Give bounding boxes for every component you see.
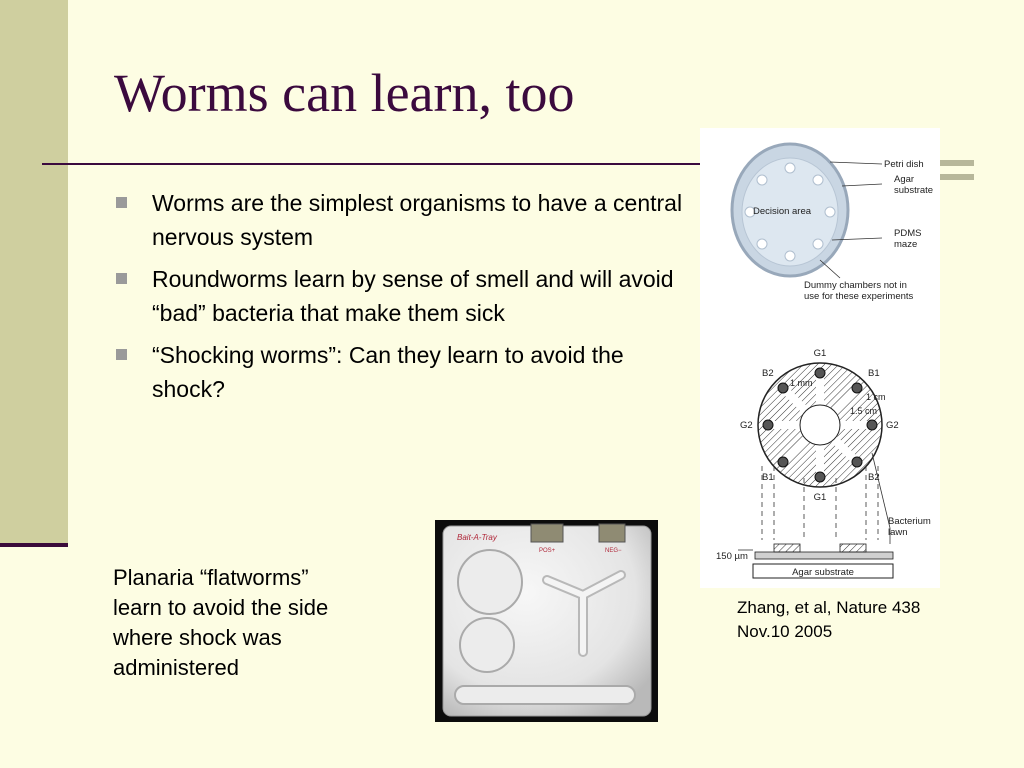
tray-brand-label: Bait-A-Tray: [457, 533, 498, 542]
planaria-tray-photo: Bait-A-Tray POS+ NEG−: [435, 520, 658, 722]
caption-line: Planaria “flatworms”: [113, 565, 309, 590]
right-accent-rule-upper: [940, 160, 974, 166]
petri-dish-illustration: Decision area: [730, 142, 883, 279]
citation: Zhang, et al, Nature 438 Nov.10 2005: [737, 596, 997, 644]
g1-top-label: G1: [814, 348, 827, 359]
right-accent-rule-lower: [940, 174, 974, 180]
petri-dish-label: Petri dish: [884, 159, 924, 170]
bullet-text: Worms are the simplest organisms to have…: [152, 190, 683, 250]
citation-line: Nov.10 2005: [737, 622, 833, 641]
g2-right-label: G2: [886, 420, 899, 431]
thickness-label: 150 µm: [716, 551, 748, 562]
left-accent-rule: [0, 543, 68, 547]
b2-top-label: B2: [762, 368, 774, 379]
left-accent-band: [0, 0, 68, 545]
b1-label: B1: [868, 368, 880, 379]
bullet-text: Roundworms learn by sense of smell and w…: [152, 266, 674, 326]
square-bullet-icon: [116, 197, 127, 208]
decision-area-label: Decision area: [753, 206, 812, 217]
square-bullet-icon: [116, 273, 127, 284]
planaria-caption: Planaria “flatworms” learn to avoid the …: [113, 563, 413, 683]
caption-line: administered: [113, 655, 239, 680]
maze-schematic: [738, 362, 894, 579]
bullet-text: “Shocking worms”: Can they learn to avoi…: [152, 342, 624, 402]
b2-lower-label: B2: [868, 472, 880, 483]
agar-substrate-label: Agar substrate: [894, 174, 934, 196]
bullet-item: Worms are the simplest organisms to have…: [114, 186, 699, 254]
dim-1cm-label: 1 cm: [866, 392, 886, 402]
bacterium-lawn-label: Bacterium lawn: [888, 516, 931, 538]
g2-left-label: G2: [740, 420, 753, 431]
b1-lower-label: B1: [762, 472, 774, 483]
neg-terminal-label: NEG−: [605, 548, 622, 554]
dim-1mm-label: 1 mm: [790, 378, 813, 388]
maze-diagram: Decision area Petri dish Agar substrate …: [716, 142, 934, 579]
citation-line: Zhang, et al, Nature 438: [737, 598, 921, 617]
tray-illustration: Bait-A-Tray POS+ NEG−: [442, 523, 652, 717]
g1-bottom-label: G1: [814, 492, 827, 503]
pdms-maze-label: PDMS maze: [894, 228, 922, 250]
dim-1-5cm-label: 1.5 cm: [850, 406, 877, 416]
bullet-item: “Shocking worms”: Can they learn to avoi…: [114, 338, 699, 406]
title-divider: [42, 163, 702, 165]
bullet-list: Worms are the simplest organisms to have…: [114, 186, 699, 414]
pos-terminal-label: POS+: [539, 548, 556, 554]
slide-title: Worms can learn, too: [114, 63, 575, 123]
caption-line: learn to avoid the side: [113, 595, 329, 620]
maze-diagram-figure: Decision area Petri dish Agar substrate …: [700, 128, 940, 588]
agar-substrate-bar-label: Agar substrate: [792, 567, 854, 578]
caption-line: where shock was: [113, 625, 282, 650]
bullet-item: Roundworms learn by sense of smell and w…: [114, 262, 699, 330]
dummy-chambers-label: Dummy chambers not in use for these expe…: [804, 280, 914, 302]
square-bullet-icon: [116, 349, 127, 360]
